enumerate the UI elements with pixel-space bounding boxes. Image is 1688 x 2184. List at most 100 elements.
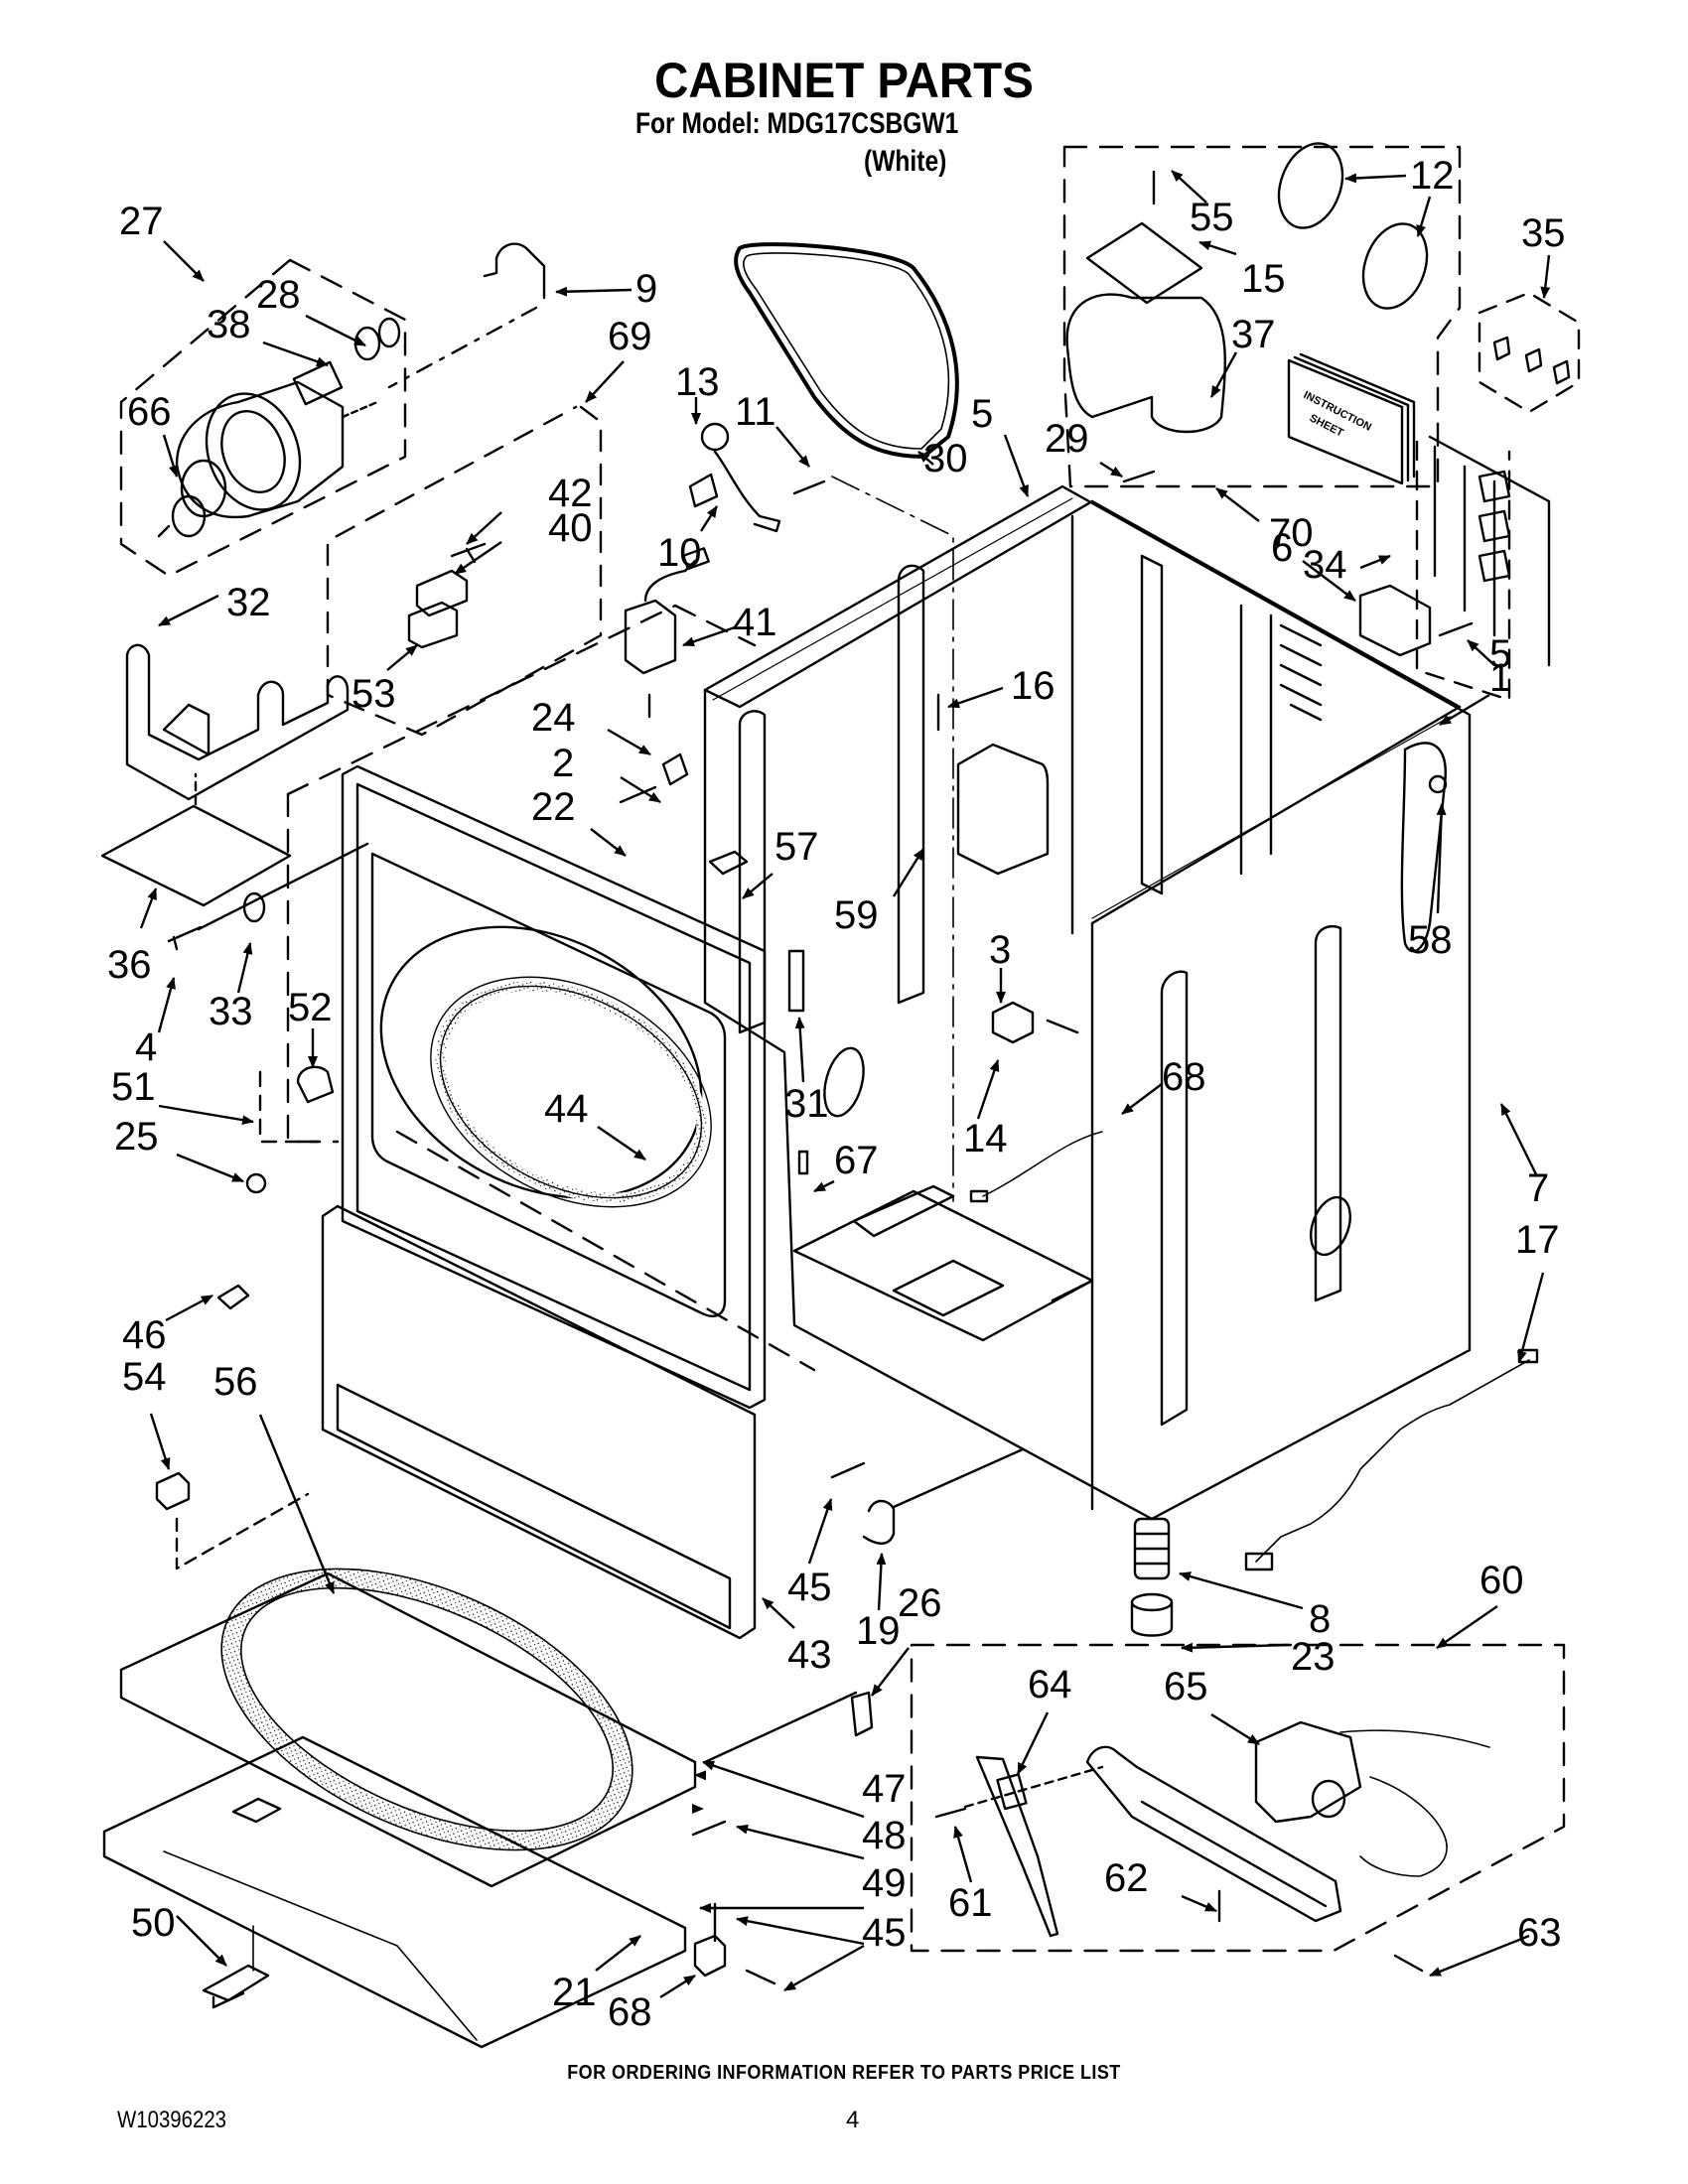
arrow-40 [454, 541, 502, 575]
front-panel-dashed-frame [286, 604, 816, 1372]
arrow-5b [1439, 693, 1490, 727]
base-frame [102, 1735, 687, 2049]
callout-48: 48 [862, 1814, 907, 1857]
exhaust-kit-outline [1062, 145, 1462, 488]
callout-46: 46 [122, 1313, 167, 1357]
wire-kit [1428, 435, 1551, 667]
callout-30: 30 [923, 437, 968, 480]
arrow-48 [736, 1824, 865, 1860]
arrow-34 [1359, 554, 1391, 570]
idler-pulley [700, 422, 730, 452]
callout-33: 33 [209, 990, 253, 1033]
page-title: CABINET PARTS [654, 53, 1034, 108]
arrow-24 [607, 728, 651, 756]
arrow-60 [1436, 1605, 1498, 1649]
idler-arm [713, 450, 781, 533]
terminal-block [1358, 584, 1432, 657]
callout-47: 47 [862, 1767, 907, 1811]
callout-6: 6 [1271, 526, 1293, 570]
callout-63: 63 [1517, 1911, 1562, 1955]
callout-23: 23 [1291, 1635, 1336, 1679]
arrow-23 [1181, 1642, 1290, 1653]
callout-62: 62 [1104, 1856, 1149, 1900]
clip-51-bracket [258, 1070, 320, 1144]
arrow-15 [1198, 240, 1237, 256]
arrow-1 [1467, 639, 1495, 666]
callout-50: 50 [131, 1901, 176, 1945]
callout-19: 19 [856, 1609, 901, 1653]
part-3 [991, 1001, 1035, 1044]
callout-55: 55 [1190, 196, 1234, 239]
arrow-65 [1210, 1712, 1260, 1746]
arrow-61 [953, 1826, 973, 1883]
screw-22 [619, 785, 657, 804]
callout-26: 26 [898, 1581, 942, 1625]
arrow-46 [165, 1294, 213, 1322]
callout-70: 70 [1269, 511, 1314, 555]
idler-spring [688, 473, 719, 508]
arrow-70 [1215, 487, 1260, 522]
model-color: (White) [864, 145, 947, 178]
arrow-42 [466, 511, 502, 545]
callout-5: 5 [971, 392, 993, 436]
callout-32: 32 [226, 581, 271, 624]
arrow-57 [742, 873, 774, 899]
part-31 [787, 949, 805, 1013]
arrow-58 [1436, 803, 1447, 914]
motor-mount-bracket [125, 643, 350, 801]
door-switch [407, 569, 469, 649]
document-number: W10396223 [117, 2107, 227, 2133]
arrow-28 [305, 314, 366, 347]
arrow-51 [158, 1104, 254, 1126]
arrow-45b1 [736, 1916, 865, 1946]
arrow-10 [699, 505, 719, 532]
arrow-25 [176, 1153, 244, 1183]
clip-54 [155, 1471, 191, 1511]
wire-68 [982, 1131, 1103, 1197]
screw-45c [745, 1969, 776, 1985]
power-cord [1255, 1359, 1530, 1563]
callout-57: 57 [774, 825, 819, 869]
door-opening [379, 925, 703, 1199]
callout-4: 4 [135, 1025, 157, 1069]
callout-27: 27 [119, 200, 164, 243]
strain-relief [1492, 336, 1571, 385]
arrow-55 [1171, 170, 1207, 204]
ordering-note: FOR ORDERING INFORMATION REFER TO PARTS … [567, 2062, 1121, 2084]
arrow-29 [1099, 461, 1123, 478]
page-number: 4 [846, 2107, 860, 2133]
foot-50 [202, 1964, 270, 2009]
callout-68-upper: 68 [1162, 1055, 1206, 1099]
callout-24: 24 [531, 696, 576, 740]
drive-motor [157, 360, 379, 538]
arrow-62 [1181, 1894, 1217, 1913]
callout-36: 36 [107, 943, 152, 987]
arrow-37 [1209, 351, 1238, 398]
callout-15: 15 [1241, 257, 1286, 301]
gas-valve-group-outline [910, 1643, 1566, 1953]
arrow-64 [1016, 1711, 1050, 1775]
arrow-5a [1003, 434, 1030, 497]
callout-17: 17 [1515, 1218, 1560, 1262]
screw-1 [1438, 621, 1474, 637]
screw-25 [245, 1172, 267, 1194]
motor-pulley-nut [377, 317, 401, 348]
cabinet-side-bubble [1400, 742, 1447, 953]
arrow-16 [947, 686, 1004, 709]
arrow-12b [1416, 196, 1432, 237]
arrow-21 [595, 1935, 641, 1972]
callout-16: 16 [1011, 664, 1055, 708]
arrow-22 [590, 828, 627, 857]
flame-sensor-bracket [975, 1755, 1059, 1938]
model-number: For Model: MDG17CSBGW1 [635, 107, 959, 140]
screw-42 [450, 542, 487, 564]
callout-28: 28 [256, 273, 301, 317]
screw-11 [792, 479, 826, 495]
callout-68-lower: 68 [608, 1990, 652, 2034]
arrow-32 [158, 594, 219, 627]
bracket-68 [693, 1934, 727, 1978]
callout-44: 44 [544, 1087, 589, 1131]
callout-21: 21 [552, 1971, 597, 2014]
arrow-35 [1540, 254, 1551, 299]
arrow-12a [1344, 173, 1407, 184]
